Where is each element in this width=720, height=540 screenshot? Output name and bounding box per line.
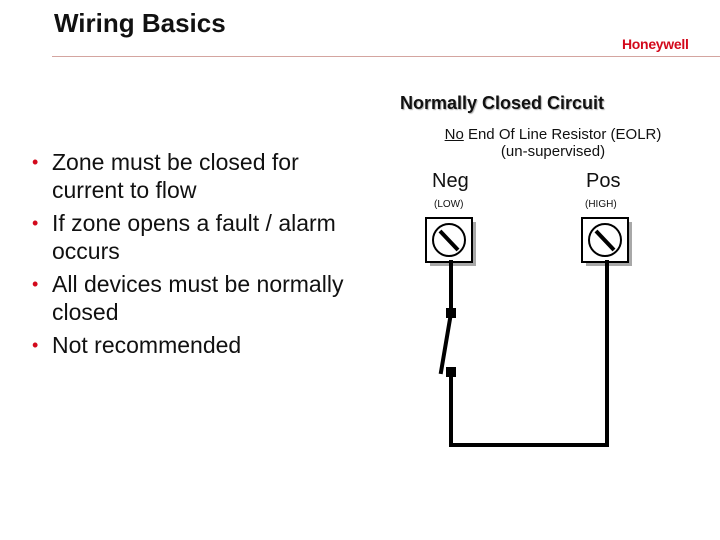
terminal-neg-sublabel: (LOW) bbox=[434, 199, 464, 210]
honeywell-logo: Honeywell bbox=[622, 36, 689, 52]
switch-contact-icon bbox=[438, 310, 454, 375]
slide-title: Wiring Basics bbox=[54, 8, 226, 38]
bullet-text: All devices must be normally closed bbox=[52, 271, 344, 325]
bullet-text: Zone must be closed for current to flow bbox=[52, 149, 299, 203]
bullet-dot-icon: • bbox=[32, 274, 39, 294]
terminal-neg-icon bbox=[425, 217, 476, 266]
subheading-no: No bbox=[444, 126, 464, 143]
bullet-text: Not recommended bbox=[52, 332, 242, 358]
bullet-dot-icon: • bbox=[32, 213, 39, 233]
contact-block-bottom-icon bbox=[446, 367, 456, 377]
terminal-pos-label: Pos bbox=[586, 170, 621, 192]
bullet-list: • Zone must be closed for current to flow… bbox=[30, 148, 370, 364]
title-divider bbox=[52, 56, 720, 57]
bullet-text: If zone opens a fault / alarm occurs bbox=[52, 210, 336, 264]
bullet-dot-icon: • bbox=[32, 335, 39, 355]
subheading-line2: (un-supervised) bbox=[500, 143, 606, 160]
contact-block-top-icon bbox=[446, 308, 456, 318]
terminal-pos-icon bbox=[581, 217, 632, 266]
diagram-subheading: No End Of Line Resistor (EOLR) (un-super… bbox=[388, 126, 718, 160]
bullet-item: • Zone must be closed for current to flow bbox=[30, 148, 370, 204]
wiring bbox=[438, 260, 609, 447]
bullet-item: • All devices must be normally closed bbox=[30, 270, 370, 326]
diagram-heading: Normally Closed Circuit bbox=[400, 93, 605, 113]
bullet-dot-icon: • bbox=[32, 152, 39, 172]
terminal-pos-sublabel: (HIGH) bbox=[585, 199, 617, 210]
subheading-rest: End Of Line Resistor (EOLR) bbox=[463, 126, 662, 143]
terminal-neg-label: Neg bbox=[432, 170, 469, 192]
bullet-item: • If zone opens a fault / alarm occurs bbox=[30, 209, 370, 265]
bullet-item: • Not recommended bbox=[30, 331, 370, 359]
